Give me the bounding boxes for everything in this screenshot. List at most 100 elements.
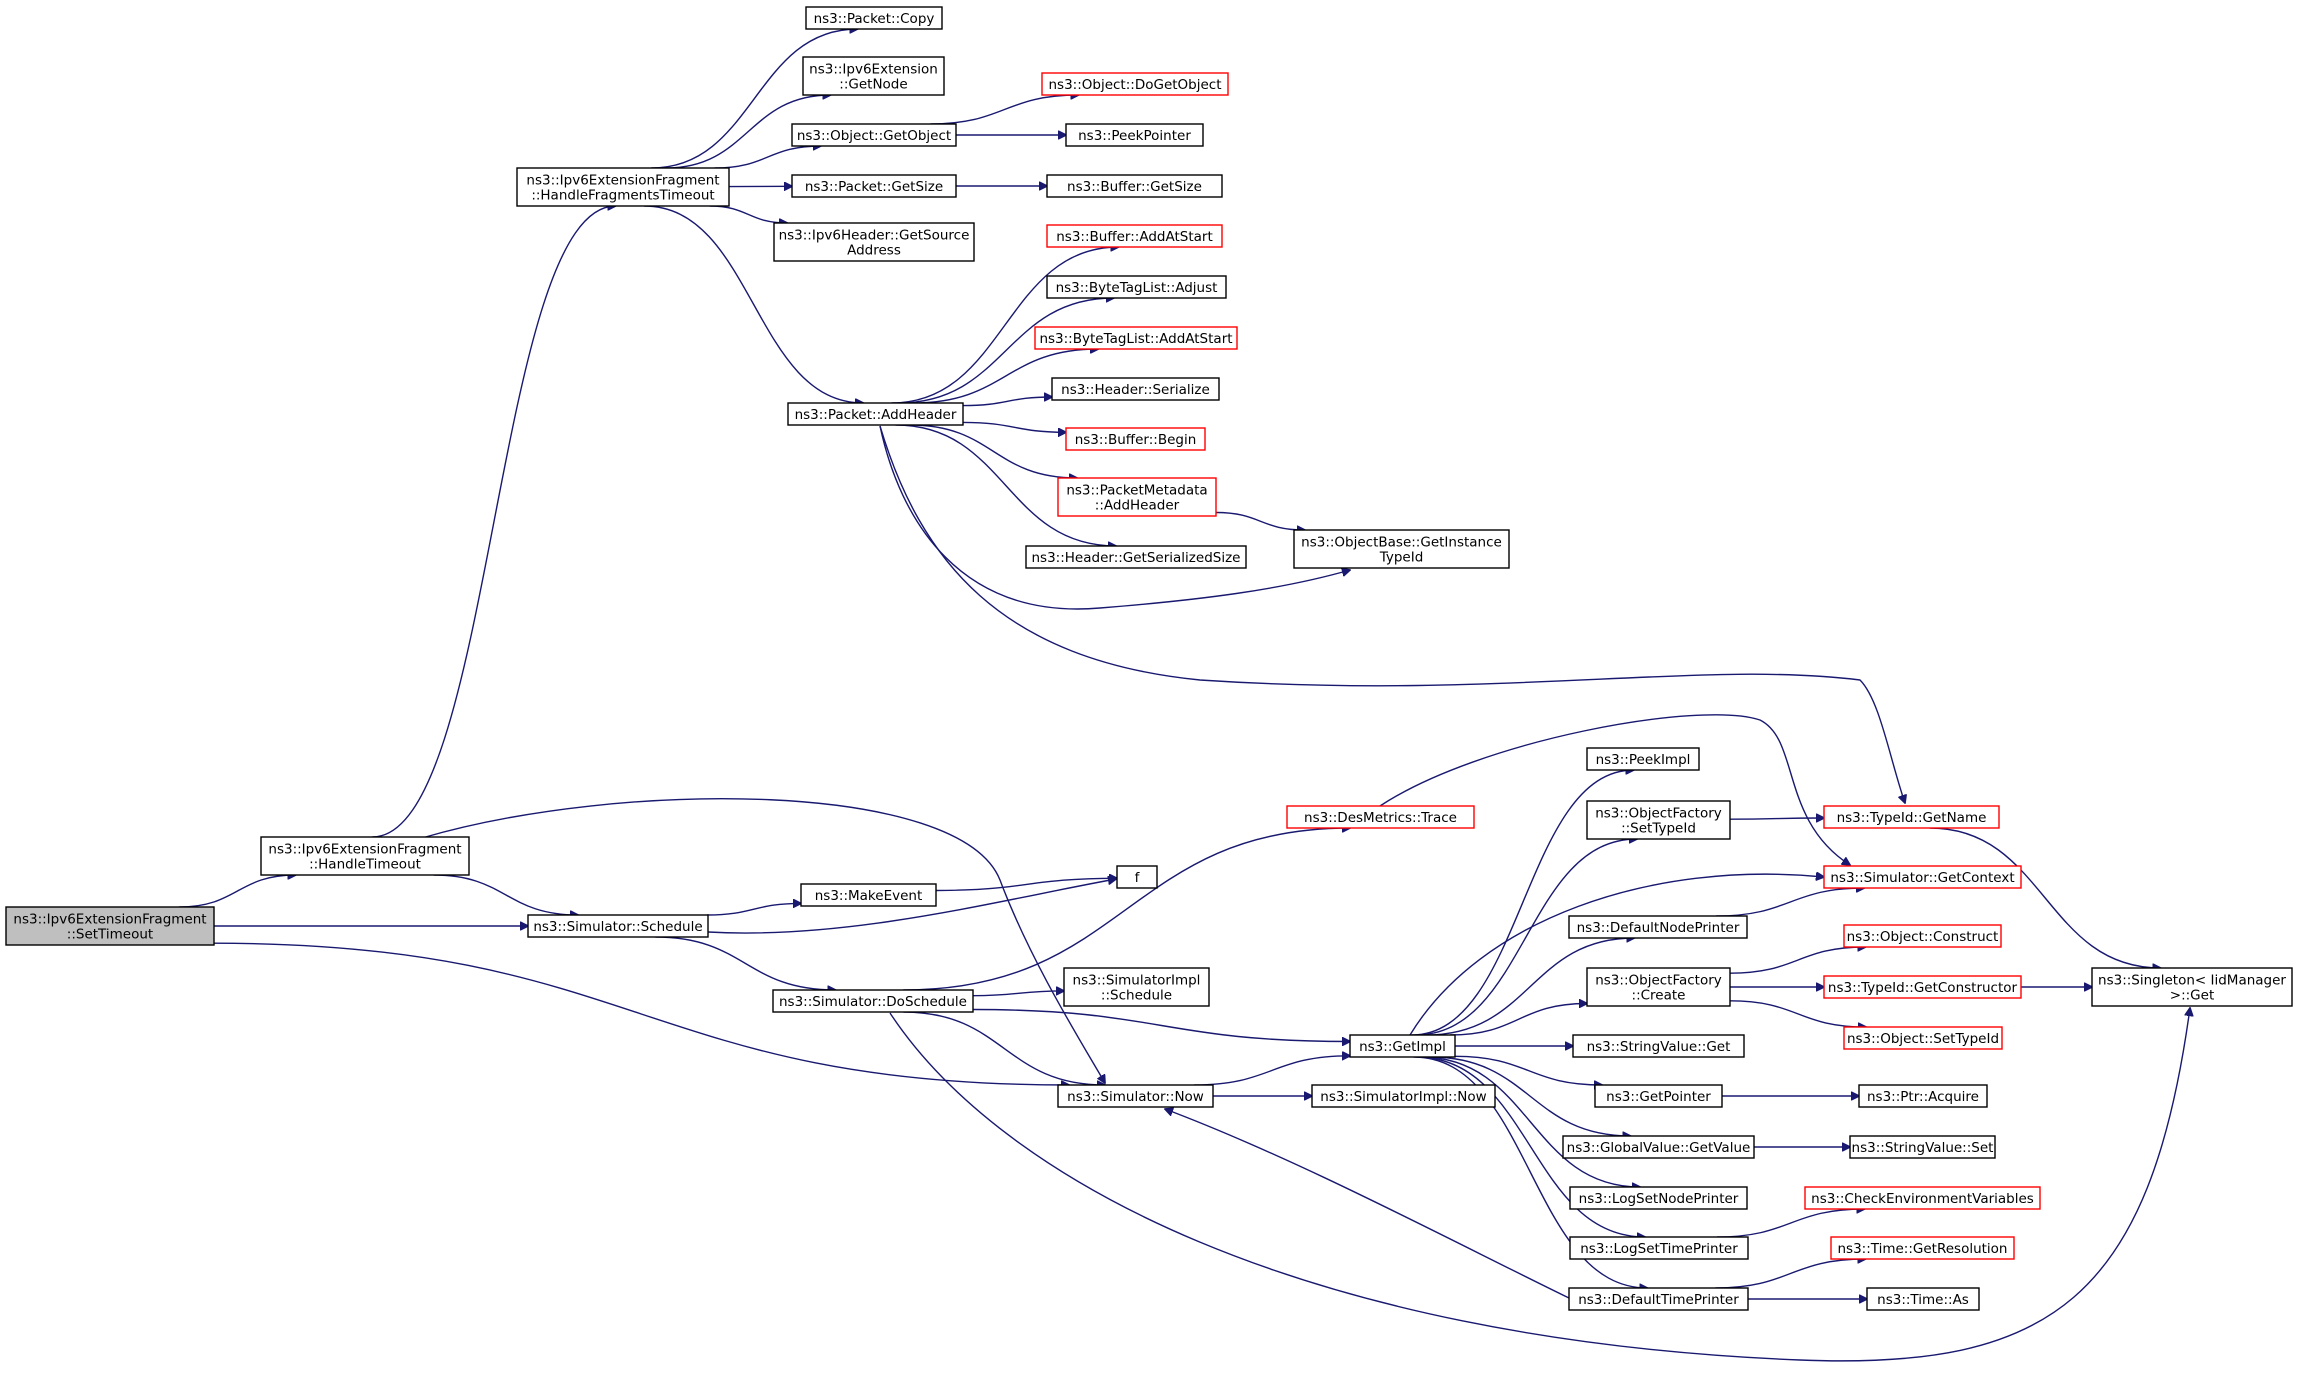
node-n47[interactable]: ns3::Time::GetResolution bbox=[1830, 1236, 2015, 1260]
node-n29[interactable]: ns3::PeekImpl bbox=[1586, 747, 1700, 771]
node-box bbox=[1804, 1186, 2041, 1210]
node-label: ns3::ByteTagList::AddAtStart bbox=[1039, 331, 1232, 347]
node-box bbox=[1116, 865, 1158, 889]
node-box bbox=[1843, 924, 2002, 948]
node-label: ns3::GlobalValue::GetValue bbox=[1567, 1140, 1751, 1156]
node-label: ::SetTypeId bbox=[1621, 821, 1696, 837]
node-n0[interactable]: ns3::Ipv6ExtensionFragment::SetTimeout bbox=[5, 906, 215, 946]
node-box bbox=[1586, 800, 1731, 840]
node-n10[interactable]: ns3::Packet::AddHeader bbox=[787, 402, 964, 426]
node-label: >::Get bbox=[2170, 988, 2214, 1004]
node-box bbox=[1293, 529, 1510, 569]
edge-n27-n40 bbox=[1409, 874, 1824, 1036]
node-n16[interactable]: ns3::ByteTagList::AddAtStart bbox=[1034, 326, 1238, 350]
node-box bbox=[787, 402, 964, 426]
node-n46[interactable]: ns3::CheckEnvironmentVariables bbox=[1804, 1186, 2041, 1210]
edge-n10-n20 bbox=[895, 424, 1117, 546]
node-n1[interactable]: ns3::Ipv6ExtensionFragment::HandleTimeou… bbox=[260, 836, 470, 876]
node-n44[interactable]: ns3::Ptr::Acquire bbox=[1858, 1084, 1988, 1108]
node-box bbox=[1349, 1034, 1456, 1058]
node-label: ns3::StringValue::Set bbox=[1852, 1140, 1994, 1156]
node-n15[interactable]: ns3::ByteTagList::Adjust bbox=[1046, 275, 1227, 299]
node-n14[interactable]: ns3::Buffer::AddAtStart bbox=[1046, 224, 1223, 248]
node-n49[interactable]: ns3::Singleton< IidManager >::Get bbox=[2091, 967, 2293, 1007]
edge-n30-n39 bbox=[1729, 818, 1824, 819]
edge-n27-n34 bbox=[1454, 1055, 1602, 1085]
node-n43[interactable]: ns3::Object::SetTypeId bbox=[1843, 1026, 2003, 1050]
node-label: ns3::PeekImpl bbox=[1596, 752, 1691, 768]
edge-n10-n16 bbox=[913, 349, 1098, 404]
node-box bbox=[1286, 805, 1475, 829]
edge-n10-n15 bbox=[898, 298, 1114, 404]
node-n45[interactable]: ns3::StringValue::Set bbox=[1849, 1135, 1996, 1159]
node-box bbox=[773, 222, 975, 262]
node-n17[interactable]: ns3::Header::Serialize bbox=[1051, 377, 1220, 401]
node-n28[interactable]: ns3::SimulatorImpl::Now bbox=[1311, 1084, 1496, 1108]
edge-n1-n4 bbox=[372, 206, 615, 838]
node-n34[interactable]: ns3::GetPointer bbox=[1594, 1084, 1723, 1108]
node-box bbox=[1562, 1135, 1755, 1159]
node-n2[interactable]: ns3::Simulator::Schedule bbox=[527, 914, 709, 938]
node-label: ns3::LogSetNodePrinter bbox=[1579, 1191, 1739, 1207]
node-n38[interactable]: ns3::DefaultTimePrinter bbox=[1568, 1287, 1749, 1311]
node-n42[interactable]: ns3::TypeId::GetConstructor bbox=[1823, 975, 2022, 999]
node-label: ns3::Object::GetObject bbox=[797, 128, 951, 144]
node-n26[interactable]: ns3::DesMetrics::Trace bbox=[1286, 805, 1475, 829]
node-n30[interactable]: ns3::ObjectFactory::SetTypeId bbox=[1586, 800, 1731, 840]
edge-n26-n40 bbox=[1379, 714, 1850, 865]
edge-n38-n47 bbox=[1715, 1259, 1865, 1289]
node-n20[interactable]: ns3::Header::GetSerializedSize bbox=[1025, 545, 1247, 569]
node-n12[interactable]: ns3::PeekPointer bbox=[1065, 123, 1204, 147]
node-label: ns3::DesMetrics::Trace bbox=[1304, 810, 1457, 826]
node-n33[interactable]: ns3::StringValue::Get bbox=[1572, 1034, 1745, 1058]
node-label: ns3::Simulator::DoSchedule bbox=[779, 994, 967, 1010]
node-n27[interactable]: ns3::GetImpl bbox=[1349, 1034, 1456, 1058]
node-n23[interactable]: f bbox=[1116, 865, 1158, 889]
edge-n10-n14 bbox=[891, 247, 1119, 404]
node-n39[interactable]: ns3::TypeId::GetName bbox=[1823, 805, 2000, 829]
edge-n1-n3 bbox=[421, 798, 1105, 1083]
edge-n27-n36 bbox=[1420, 1056, 1640, 1187]
node-n8[interactable]: ns3::Packet::GetSize bbox=[791, 174, 957, 198]
edge-n2-n24 bbox=[655, 936, 835, 990]
node-label: ns3::Object::SetTypeId bbox=[1847, 1031, 1999, 1047]
node-n32[interactable]: ns3::ObjectFactory::Create bbox=[1586, 967, 1731, 1007]
node-n11[interactable]: ns3::Object::DoGetObject bbox=[1041, 72, 1229, 96]
node-box bbox=[1572, 1034, 1745, 1058]
node-n41[interactable]: ns3::Object::Construct bbox=[1843, 924, 2002, 948]
edge-n4-n5 bbox=[651, 29, 858, 169]
node-box bbox=[1858, 1084, 1988, 1108]
node-label: ns3::Packet::AddHeader bbox=[795, 407, 957, 423]
node-n6[interactable]: ns3::Ipv6Extension::GetNode bbox=[802, 56, 945, 96]
node-box bbox=[1025, 545, 1247, 569]
node-n48[interactable]: ns3::Time::As bbox=[1866, 1287, 1980, 1311]
node-n3[interactable]: ns3::Simulator::Now bbox=[1057, 1084, 1214, 1108]
node-n25[interactable]: ns3::SimulatorImpl::Schedule bbox=[1063, 967, 1210, 1007]
node-n31[interactable]: ns3::DefaultNodePrinter bbox=[1568, 915, 1748, 939]
edge-n27-n29 bbox=[1411, 770, 1634, 1036]
node-n7[interactable]: ns3::Object::GetObject bbox=[791, 123, 957, 147]
node-n19[interactable]: ns3::PacketMetadata::AddHeader bbox=[1057, 477, 1217, 517]
node-box bbox=[1063, 967, 1210, 1007]
node-n40[interactable]: ns3::Simulator::GetContext bbox=[1823, 865, 2022, 889]
node-label: ns3::Packet::Copy bbox=[814, 11, 935, 27]
node-n37[interactable]: ns3::LogSetTimePrinter bbox=[1569, 1236, 1749, 1260]
node-label: ns3::Header::GetSerializedSize bbox=[1032, 550, 1241, 566]
node-n24[interactable]: ns3::Simulator::DoSchedule bbox=[772, 989, 974, 1013]
node-n22[interactable]: ns3::MakeEvent bbox=[800, 883, 937, 907]
node-n18[interactable]: ns3::Buffer::Begin bbox=[1065, 427, 1206, 451]
node-n36[interactable]: ns3::LogSetNodePrinter bbox=[1569, 1186, 1748, 1210]
edge-n2-n22 bbox=[706, 903, 801, 916]
node-label: ns3::MakeEvent bbox=[815, 888, 923, 904]
node-n4[interactable]: ns3::Ipv6ExtensionFragment::HandleFragme… bbox=[516, 167, 730, 207]
node-box bbox=[1046, 174, 1223, 198]
node-label: TypeId bbox=[1379, 550, 1424, 566]
edge-n10-n21 bbox=[879, 425, 1350, 610]
node-label: ns3::Ipv6Extension bbox=[809, 62, 938, 78]
node-n35[interactable]: ns3::GlobalValue::GetValue bbox=[1562, 1135, 1755, 1159]
node-n5[interactable]: ns3::Packet::Copy bbox=[805, 6, 943, 30]
node-n13[interactable]: ns3::Buffer::GetSize bbox=[1046, 174, 1223, 198]
